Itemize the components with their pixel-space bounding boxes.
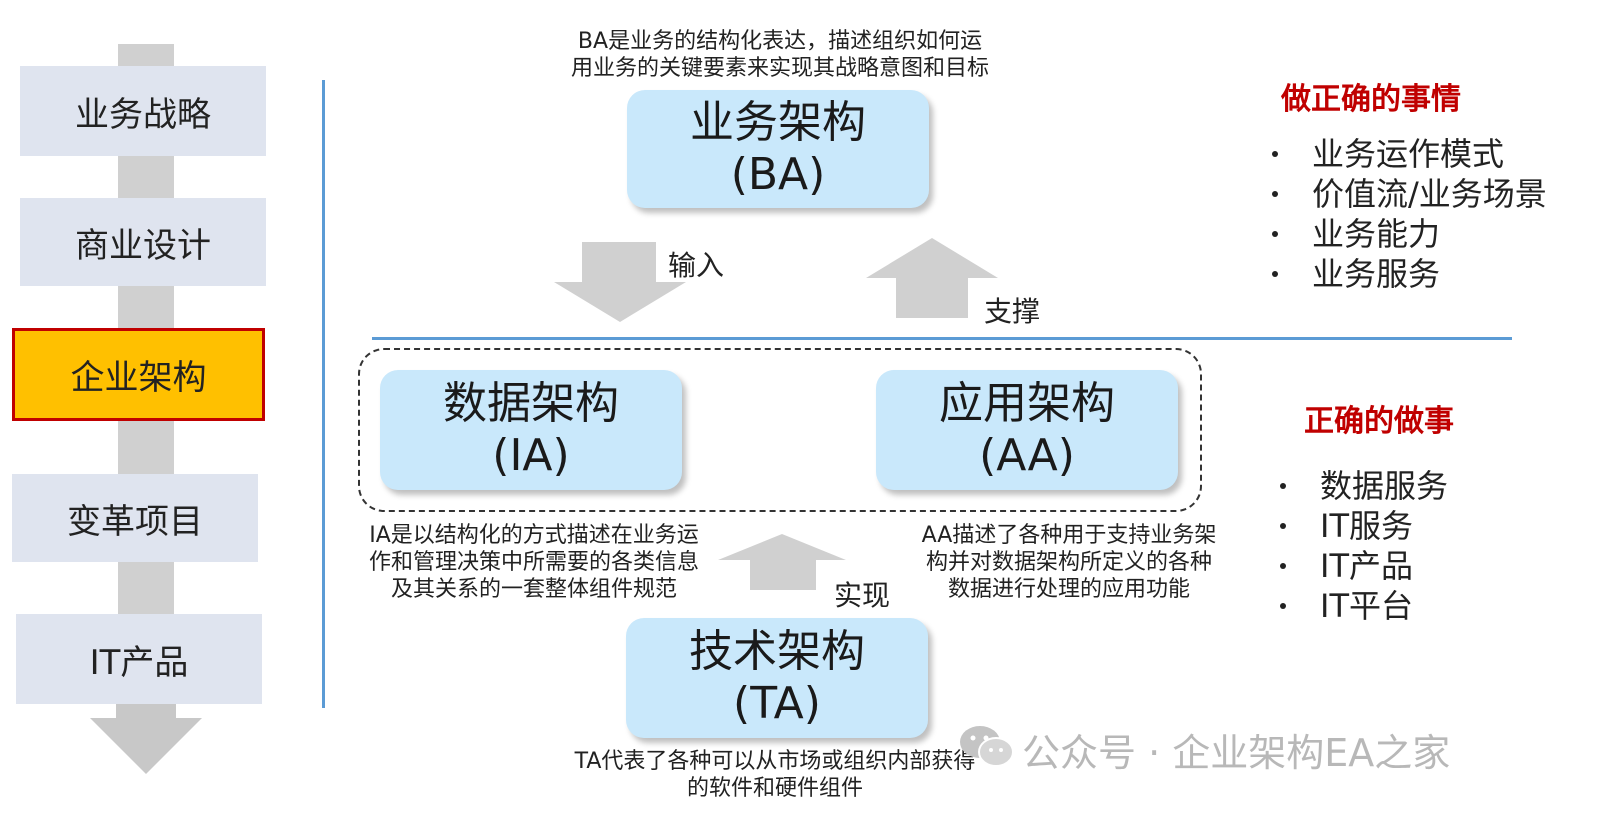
bullet-icon <box>1272 191 1278 197</box>
stage-business-design: 商业设计 <box>20 198 266 286</box>
stage-it-product: IT产品 <box>16 614 262 704</box>
stage-change-project: 变革项目 <box>12 474 258 562</box>
chain-connector <box>118 44 174 66</box>
stage-label: 业务战略 <box>75 94 211 135</box>
list-item: IT产品 <box>1280 546 1448 586</box>
bullet-icon <box>1280 563 1286 569</box>
stage-enterprise-architecture: 企业架构 <box>12 328 265 421</box>
aa-desc-line: 数据进行处理的应用功能 <box>947 577 1190 602</box>
horizontal-divider <box>372 337 1512 340</box>
do-right-things-list: 业务运作模式 价值流/业务场景 业务能力 业务服务 <box>1272 134 1547 294</box>
ia-abbr: (IA) <box>492 430 570 481</box>
input-label: 输入 <box>668 249 725 282</box>
do-things-right-heading: 正确的做事 <box>1304 404 1454 439</box>
stage-business-strategy: 业务战略 <box>20 66 266 156</box>
implement-up-arrow-icon <box>718 534 846 590</box>
ta-desc-line: TA代表了各种可以从市场或组织内部获得 <box>574 749 976 774</box>
ba-box: 业务架构 (BA) <box>627 90 929 208</box>
list-item: 数据服务 <box>1280 466 1448 506</box>
ia-desc-line: 作和管理决策中所需要的各类信息 <box>368 550 699 575</box>
ia-aa-group-frame <box>358 348 1202 512</box>
bullet-icon <box>1272 231 1278 237</box>
ba-description: BA是业务的结构化表达，描述组织如何运 用业务的关键要素来实现其战略意图和目标 <box>520 28 1040 82</box>
bullet-icon <box>1280 603 1286 609</box>
stage-label: IT产品 <box>89 642 189 683</box>
ta-desc-line: 的软件和硬件组件 <box>686 776 863 801</box>
do-right-things-heading: 做正确的事情 <box>1281 82 1461 117</box>
ba-desc-line: 用业务的关键要素来实现其战略意图和目标 <box>570 56 989 81</box>
stage-label: 变革项目 <box>67 501 203 542</box>
aa-abbr: (AA) <box>979 430 1075 481</box>
ba-title: 业务架构 <box>690 97 866 148</box>
chain-connector <box>118 421 174 475</box>
aa-description: AA描述了各种用于支持业务架 构并对数据架构所定义的各种 数据进行处理的应用功能 <box>896 522 1242 603</box>
list-item: IT平台 <box>1280 586 1448 626</box>
chain-connector <box>118 286 174 330</box>
aa-desc-line: AA描述了各种用于支持业务架 <box>921 523 1217 548</box>
ta-abbr: (TA) <box>733 678 821 729</box>
list-item: 业务运作模式 <box>1272 134 1547 174</box>
aa-box: 应用架构 (AA) <box>876 370 1178 490</box>
ba-abbr: (BA) <box>730 149 826 200</box>
ta-description: TA代表了各种可以从市场或组织内部获得 的软件和硬件组件 <box>540 748 1010 802</box>
ba-desc-line: BA是业务的结构化表达，描述组织如何运 <box>577 29 983 54</box>
vertical-divider <box>322 80 325 708</box>
ta-box: 技术架构 (TA) <box>626 618 928 738</box>
ia-desc-line: 及其关系的一套整体组件规范 <box>390 577 677 602</box>
watermark-text: 公众号 · 企业架构EA之家 <box>1022 731 1451 775</box>
ia-box: 数据架构 (IA) <box>380 370 682 490</box>
ta-title: 技术架构 <box>689 626 865 677</box>
list-item: 业务服务 <box>1272 254 1547 294</box>
list-item: IT服务 <box>1280 506 1448 546</box>
support-label: 支撑 <box>984 295 1041 328</box>
ia-description: IA是以结构化的方式描述在业务运 作和管理决策中所需要的各类信息 及其关系的一套… <box>340 522 728 603</box>
chain-connector <box>118 562 174 614</box>
bullet-icon <box>1272 271 1278 277</box>
ia-title: 数据架构 <box>443 378 619 429</box>
wechat-icon <box>960 726 1014 767</box>
chain-down-arrow-icon <box>90 704 202 774</box>
list-item: 价值流/业务场景 <box>1272 174 1547 214</box>
stage-label: 企业架构 <box>70 358 207 398</box>
support-up-arrow-icon <box>866 238 998 318</box>
aa-title: 应用架构 <box>939 378 1115 429</box>
stage-label: 商业设计 <box>75 225 211 266</box>
input-down-arrow-icon <box>554 242 686 322</box>
bullet-icon <box>1280 483 1286 489</box>
aa-desc-line: 构并对数据架构所定义的各种 <box>925 550 1212 575</box>
bullet-icon <box>1272 151 1278 157</box>
ia-desc-line: IA是以结构化的方式描述在业务运 <box>369 523 699 548</box>
list-item: 业务能力 <box>1272 214 1547 254</box>
bullet-icon <box>1280 523 1286 529</box>
do-things-right-list: 数据服务 IT服务 IT产品 IT平台 <box>1280 466 1448 626</box>
chain-connector <box>118 156 174 198</box>
implement-label: 实现 <box>834 579 891 612</box>
